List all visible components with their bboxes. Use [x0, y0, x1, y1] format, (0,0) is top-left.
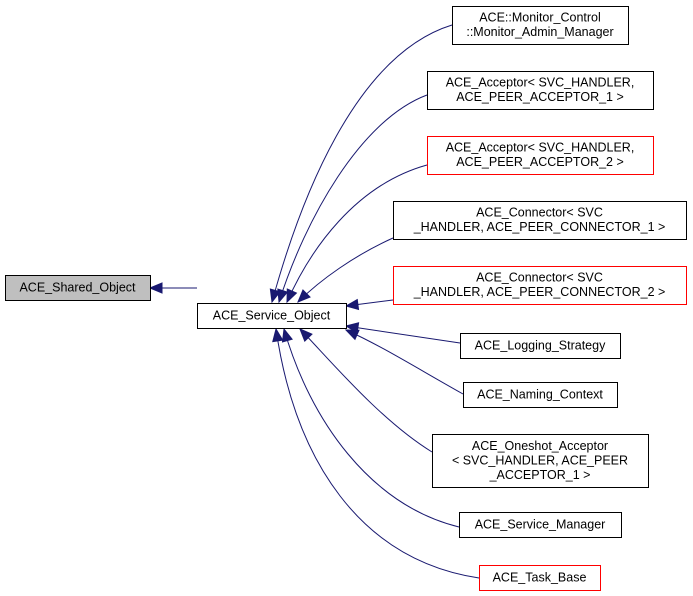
class-node-service-manager[interactable]: ACE_Service_Manager [459, 512, 622, 538]
class-box [452, 6, 629, 45]
edge-service-object-to-shared-object [148, 282, 197, 294]
arrow-head-icon [148, 282, 163, 294]
class-node-connector-2[interactable]: ACE_Connector< SVC_HANDLER, ACE_PEER_CON… [393, 266, 687, 305]
class-box [463, 382, 618, 408]
edge-logging-strategy-to-service-object [344, 322, 461, 344]
class-label-line: ACE_Acceptor< SVC_HANDLER, [446, 141, 635, 155]
edge-line [345, 325, 461, 344]
class-box [5, 275, 151, 301]
arrow-head-icon [286, 288, 298, 304]
class-node-shared-object[interactable]: ACE_Shared_Object [5, 275, 151, 301]
class-label-line: _ACCEPTOR_1 > [489, 468, 591, 482]
edge-line [278, 94, 428, 303]
class-label-line: ACE_Service_Manager [475, 517, 606, 531]
class-node-oneshot-acceptor[interactable]: ACE_Oneshot_Acceptor< SVC_HANDLER, ACE_P… [432, 434, 649, 488]
class-box [427, 136, 654, 175]
arrow-head-icon [299, 328, 313, 342]
class-label-line: ACE_Oneshot_Acceptor [472, 439, 608, 453]
class-box [479, 565, 601, 591]
edge-service-manager-to-service-object [281, 327, 460, 528]
edge-acceptor-2-to-service-object [286, 164, 428, 304]
class-label-line: ::Monitor_Admin_Manager [466, 25, 613, 39]
edge-line [345, 329, 464, 395]
class-label-line: _HANDLER, ACE_PEER_CONNECTOR_2 > [413, 285, 666, 299]
edge-connector-1-to-service-object [297, 237, 394, 303]
arrow-head-icon [344, 298, 360, 311]
arrow-head-icon [281, 327, 293, 343]
class-box [197, 303, 347, 329]
class-box [427, 71, 654, 110]
class-label-line: ACE_Naming_Context [477, 387, 603, 401]
class-label-line: ACE_Service_Object [213, 308, 331, 322]
class-box [459, 512, 622, 538]
class-label-line: ACE_Shared_Object [19, 280, 136, 294]
edge-naming-context-to-service-object [344, 329, 464, 395]
edge-acceptor-1-to-service-object [277, 94, 428, 304]
class-node-connector-1[interactable]: ACE_Connector< SVC_HANDLER, ACE_PEER_CON… [393, 201, 687, 240]
class-box [432, 434, 649, 488]
class-label-line: ACE_Acceptor< SVC_HANDLER, [446, 76, 635, 90]
edge-task-base-to-service-object [272, 327, 480, 579]
edge-line [297, 237, 394, 303]
class-node-naming-context[interactable]: ACE_Naming_Context [463, 382, 618, 408]
class-label-line: ACE_Task_Base [493, 570, 587, 584]
arrow-head-icon [272, 327, 284, 343]
class-box [393, 201, 687, 240]
arrow-head-icon [344, 329, 360, 341]
class-label-line: < SVC_HANDLER, ACE_PEER [452, 453, 628, 467]
class-box [393, 266, 687, 305]
class-label-line: ACE_PEER_ACCEPTOR_2 > [456, 155, 624, 169]
class-box [460, 333, 621, 359]
class-node-acceptor-2[interactable]: ACE_Acceptor< SVC_HANDLER,ACE_PEER_ACCEP… [427, 136, 654, 175]
edge-line [299, 328, 433, 453]
class-node-task-base[interactable]: ACE_Task_Base [479, 565, 601, 591]
edge-monitor-admin-manager-to-service-object [269, 24, 453, 304]
edge-line [286, 164, 428, 303]
class-label-line: ACE::Monitor_Control [479, 11, 601, 25]
edge-line [275, 328, 480, 579]
arrow-head-icon [269, 288, 281, 304]
edge-line [283, 328, 460, 528]
class-label-line: _HANDLER, ACE_PEER_CONNECTOR_1 > [413, 220, 666, 234]
class-node-acceptor-1[interactable]: ACE_Acceptor< SVC_HANDLER,ACE_PEER_ACCEP… [427, 71, 654, 110]
arrow-head-icon [297, 289, 311, 303]
class-label-line: ACE_Connector< SVC [476, 206, 603, 220]
class-label-line: ACE_Logging_Strategy [475, 338, 606, 352]
edge-connector-2-to-service-object [344, 298, 394, 311]
edge-line [271, 24, 453, 303]
edge-oneshot-acceptor-to-service-object [299, 328, 433, 453]
arrow-head-icon [277, 288, 289, 304]
class-node-monitor-admin-manager[interactable]: ACE::Monitor_Control::Monitor_Admin_Mana… [452, 6, 629, 45]
class-node-logging-strategy[interactable]: ACE_Logging_Strategy [460, 333, 621, 359]
class-node-service-object[interactable]: ACE_Service_Object [197, 303, 347, 329]
class-label-line: ACE_PEER_ACCEPTOR_1 > [456, 90, 624, 104]
class-label-line: ACE_Connector< SVC [476, 271, 603, 285]
edges-layer [148, 24, 480, 579]
